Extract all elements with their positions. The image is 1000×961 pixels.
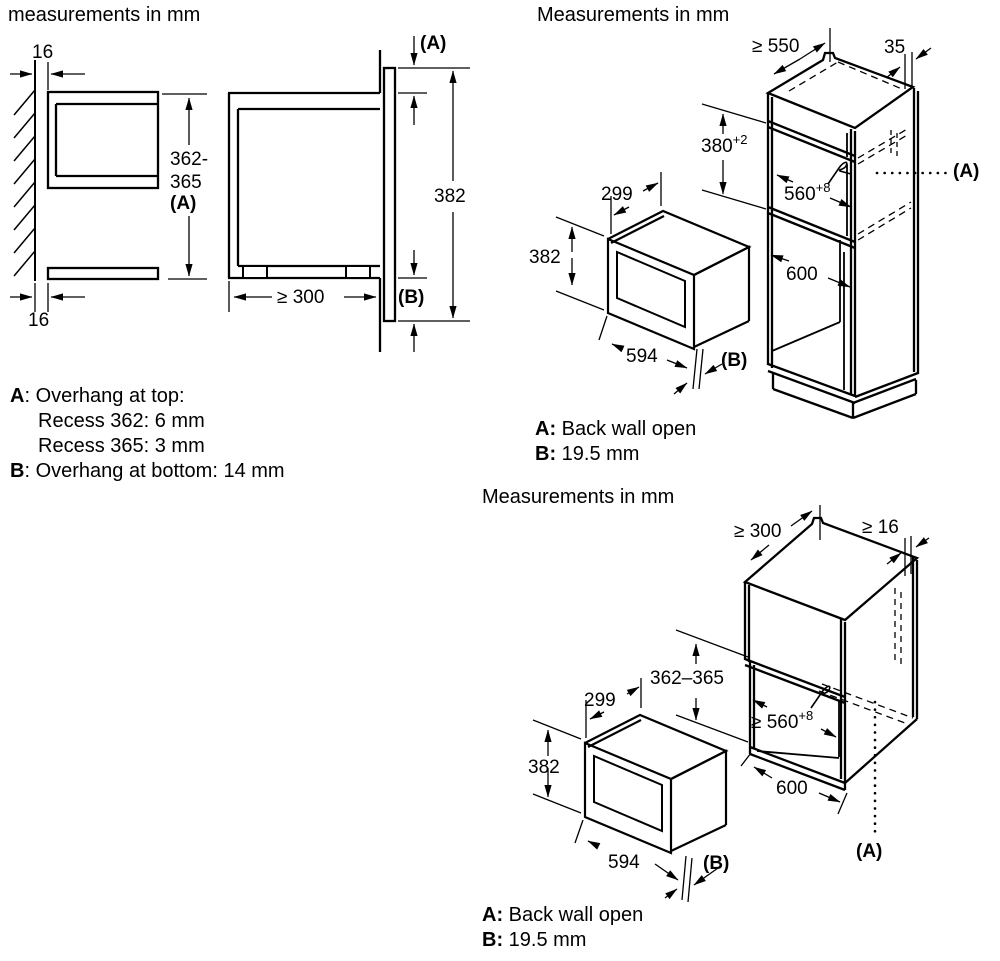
d1-note-recess-365: Recess 365: 3 mm (38, 435, 205, 457)
break-line-mark (827, 161, 852, 185)
d3-note-a-text: Back wall open (503, 904, 644, 926)
d1-dim-16-top: 16 (32, 42, 54, 63)
d3-dim-min300: ≥ 300 (734, 521, 782, 542)
d3-wall-cabinet (742, 516, 920, 792)
d1-title: measurements in mm (8, 4, 201, 26)
d1-dim-16-bottom: 16 (28, 310, 50, 331)
d2-dim-600: 600 (786, 264, 818, 285)
d3-hidden-lines (818, 588, 914, 724)
d2-dim-380: 380+2 (701, 131, 748, 157)
d1-note-a-key: A (10, 385, 25, 407)
d1-dim-recess-a: (A) (170, 193, 197, 214)
d3-note-b-key: B: (482, 929, 504, 951)
d3-title: Measurements in mm (482, 486, 675, 508)
d1-dim-382: 382 (434, 186, 466, 207)
d3-dim-600: 600 (776, 778, 808, 799)
upper-shelf-edge (767, 119, 856, 164)
d3-dim-362-365: 362–365 (650, 668, 724, 689)
d2-note-b-text: 19.5 mm (556, 443, 640, 465)
d2-callout-a: (A) (953, 161, 980, 182)
d1-dim-recess-1: 362- (170, 149, 209, 170)
d2-dimensions (555, 28, 932, 395)
d3-note-a-key: A: (482, 904, 504, 926)
d2-note-b: B: 19.5 mm (535, 442, 639, 467)
d3-dim-min16: ≥ 16 (862, 517, 899, 538)
d2-note-b-key: B: (535, 443, 557, 465)
d2-dim-35: 35 (884, 37, 906, 58)
d2-hidden-lines (788, 61, 912, 241)
microwave-door (583, 741, 673, 855)
d3-dim-594: 594 (608, 852, 640, 873)
d3-dim-299: 299 (584, 690, 616, 711)
d2-note-a: A: Back wall open (535, 417, 696, 442)
d2-dim-299: 299 (601, 184, 633, 205)
door-panel-profile (382, 66, 397, 323)
wall-hatching (13, 89, 36, 277)
niche-profile (227, 91, 380, 280)
d2-note-a-key: A: (535, 418, 557, 440)
break-line-mark (810, 685, 835, 709)
d2-dim-382: 382 (529, 247, 561, 268)
d3-dim-min560: ≥ 560+8 (751, 707, 814, 733)
d2-dim-min550: ≥ 550 (752, 36, 800, 57)
top-shelf-profile (46, 90, 160, 190)
d2-title: Measurements in mm (537, 4, 730, 26)
d2-dim-594: 594 (626, 346, 658, 367)
d3-dimensions (532, 505, 930, 903)
oven-body-profile (236, 107, 380, 268)
d1-note-recess-362: Recess 362: 6 mm (38, 410, 205, 432)
d1-callout-a: (A) (420, 33, 447, 54)
d1-note-b: B: Overhang at bottom: 14 mm (10, 459, 285, 484)
d1-side-view (13, 50, 397, 352)
bottom-shelf-profile (46, 266, 160, 281)
d2-note-a-text: Back wall open (556, 418, 697, 440)
d3-callout-a: (A) (856, 841, 883, 862)
d1-note-a: A: Overhang at top: (10, 384, 185, 409)
microwave-window (593, 754, 663, 833)
d1-dimensions (10, 36, 470, 352)
microwave-door (606, 237, 696, 351)
d1-note-b-key: B (10, 460, 25, 482)
microwave-window (616, 250, 686, 329)
d3-note-b-text: 19.5 mm (503, 929, 587, 951)
d3-note-a: A: Back wall open (482, 903, 643, 928)
d3-callout-b: (B) (703, 853, 730, 874)
d1-dim-min300: ≥ 300 (277, 287, 325, 308)
lower-shelf-edge (767, 205, 856, 250)
d2-dim-560: 560+8 (784, 179, 831, 205)
d2-tall-cabinet (765, 51, 920, 420)
d3-note-b: B: 19.5 mm (482, 928, 586, 953)
d2-callout-b: (B) (721, 350, 748, 371)
d2-microwave (606, 209, 752, 351)
d3-microwave (583, 713, 729, 855)
d1-note-b-text: : Overhang at bottom: 14 mm (24, 460, 285, 482)
d3-dim-382: 382 (528, 757, 560, 778)
d1-dim-recess-2: 365 (170, 172, 202, 193)
d1-note-a-text: : Overhang at top: (24, 385, 185, 407)
d1-callout-b: (B) (398, 287, 425, 308)
